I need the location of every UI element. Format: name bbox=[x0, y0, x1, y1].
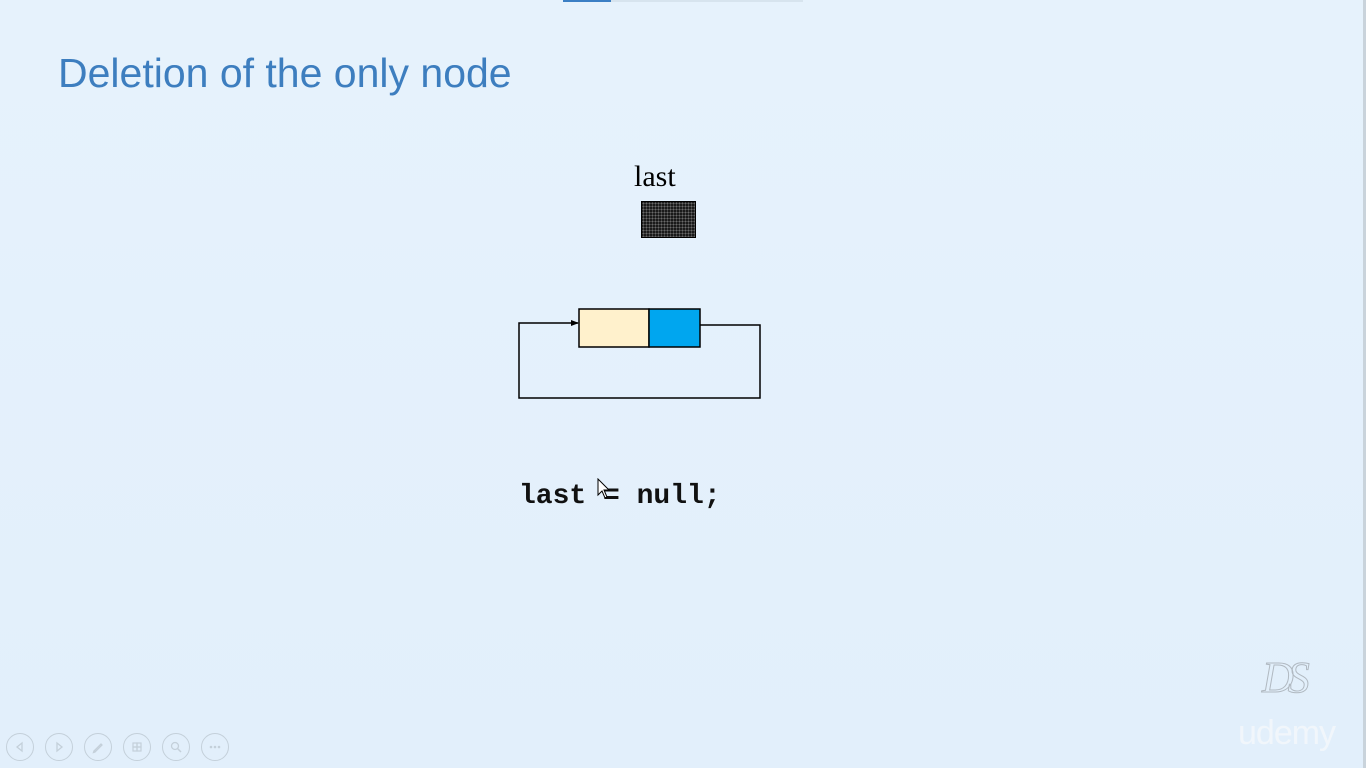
pen-icon bbox=[92, 743, 103, 754]
code-statement: last = null; bbox=[519, 481, 721, 512]
mouse-cursor-icon bbox=[597, 478, 611, 499]
slide-title: Deletion of the only node bbox=[58, 50, 512, 96]
slides-grid-button[interactable] bbox=[123, 733, 151, 761]
node-data-field bbox=[578, 308, 650, 348]
node-link-field bbox=[648, 308, 701, 348]
pointer-box bbox=[641, 201, 696, 238]
next-slide-icon bbox=[56, 741, 64, 753]
slide-progress-bar bbox=[563, 0, 803, 2]
udemy-watermark: udemy bbox=[1238, 714, 1336, 752]
window-edge bbox=[1363, 0, 1366, 768]
pointer-label: last bbox=[634, 160, 676, 193]
self-link-arrow bbox=[518, 320, 761, 399]
slides-grid-icon bbox=[132, 742, 142, 752]
more-options-button[interactable] bbox=[201, 733, 229, 761]
slideshow-controls bbox=[6, 733, 229, 761]
zoom-button[interactable] bbox=[162, 733, 190, 761]
next-slide-button[interactable] bbox=[45, 733, 73, 761]
ds-logo: DS bbox=[1262, 653, 1311, 703]
pen-button[interactable] bbox=[84, 733, 112, 761]
slide-progress-fill bbox=[563, 0, 611, 2]
previous-slide-icon bbox=[15, 741, 23, 753]
zoom-icon bbox=[170, 741, 182, 753]
more-options-icon bbox=[209, 745, 221, 749]
previous-slide-button[interactable] bbox=[6, 733, 34, 761]
